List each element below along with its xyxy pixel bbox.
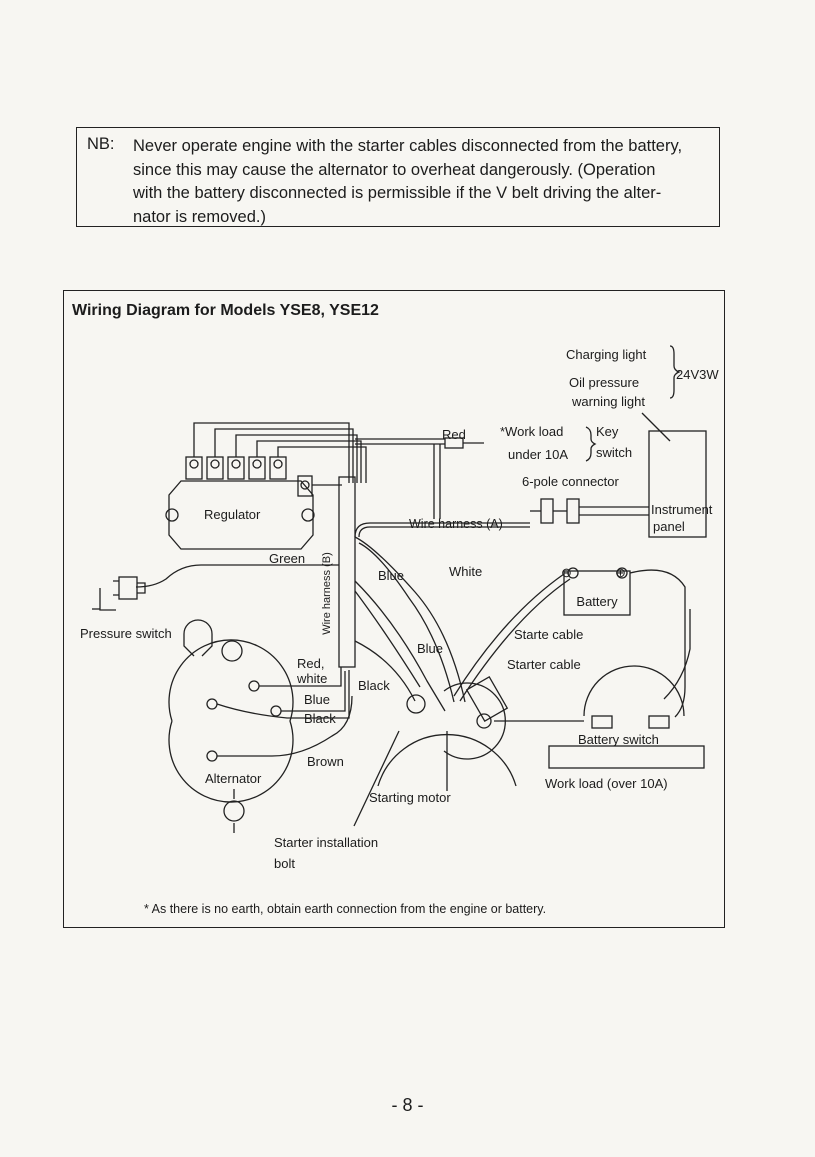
battery-plus: ⊕ — [615, 565, 626, 580]
starter-cable-2 — [629, 569, 686, 718]
label-instrument: Instrument — [651, 502, 713, 517]
alternator — [168, 619, 353, 833]
label-red-white-2: white — [297, 671, 328, 686]
label-regulator: Regulator — [204, 507, 261, 522]
label-blue-2: Blue — [417, 641, 444, 656]
lights-leader — [641, 412, 671, 442]
connector-left — [540, 498, 554, 524]
note-line: since this may cause the alternator to o… — [133, 160, 656, 179]
battery-minus: ⊖ — [561, 565, 572, 580]
note-text: Never operate engine with the starter ca… — [133, 135, 713, 229]
label-black-alt: Black — [304, 711, 336, 726]
connector-right — [566, 498, 580, 524]
diagram-title: Wiring Diagram for Models YSE8, YSE12 — [72, 302, 379, 319]
label-red-white-1: Red, — [297, 656, 325, 671]
label-starter-cable: Starter cable — [507, 657, 581, 672]
starting-motor — [377, 676, 584, 791]
label-green: Green — [269, 551, 306, 566]
warning-note: NB: Never operate engine with the starte… — [76, 127, 720, 227]
regulator-harness — [193, 422, 367, 486]
battery-switch — [548, 609, 705, 769]
label-red: Red — [442, 427, 466, 442]
label-blue-3: Blue — [304, 692, 331, 707]
label-pressure-switch: Pressure switch — [80, 626, 172, 641]
key-brace — [585, 426, 597, 462]
label-panel: panel — [653, 519, 685, 534]
starter-cable-1 — [453, 573, 565, 697]
battery-box — [563, 570, 631, 616]
label-key: Key — [596, 424, 619, 439]
label-under-10a: under 10A — [508, 447, 568, 462]
label-warning-light: warning light — [572, 394, 645, 409]
label-starter-bolt-1: Starter installation — [274, 835, 379, 850]
note-line: Never operate engine with the starter ca… — [133, 137, 683, 155]
label-battery-switch: Battery switch — [578, 732, 659, 747]
label-work-load-over: Work load (over 10A) — [545, 776, 668, 791]
white-wire — [354, 536, 466, 703]
wire-harness-b-bundle — [338, 476, 356, 668]
wire-harness-a — [370, 522, 530, 528]
wiring-diagram: Wiring Diagram for Models YSE8, YSE12 — [63, 290, 725, 928]
pressure-switch — [92, 576, 146, 611]
label-switch: switch — [596, 445, 633, 460]
label-connector: 6-pole connector — [522, 474, 619, 489]
label-battery: Battery — [576, 594, 618, 609]
label-wire-harness-a: Wire harness (A) — [409, 517, 503, 531]
red-wire — [355, 438, 445, 445]
regulator-terminals — [185, 456, 313, 497]
label-black-main: Black — [358, 678, 390, 693]
label-rating: 24V3W — [676, 367, 719, 382]
note-line: nator is removed.) — [133, 207, 266, 226]
label-white: White — [449, 564, 483, 579]
regulator-body — [168, 480, 314, 550]
blue-wire — [354, 580, 446, 712]
label-wire-harness-b: Wire harness (B) — [320, 552, 333, 635]
lights-brace — [669, 345, 681, 399]
bolt-leader — [353, 730, 400, 827]
note-label: NB: — [87, 135, 115, 153]
label-oil-pressure: Oil pressure — [569, 375, 640, 390]
label-brown: Brown — [307, 754, 344, 769]
label-work-load-under: *Work load — [500, 424, 564, 439]
green-wire — [135, 564, 339, 588]
label-alternator: Alternator — [205, 771, 262, 786]
page-number: - 8 - — [391, 1095, 424, 1115]
label-charging-light: Charging light — [566, 347, 647, 362]
instrument-panel — [648, 430, 707, 538]
note-line: with the battery disconnected is permiss… — [133, 184, 662, 202]
label-starting-motor: Starting motor — [369, 790, 451, 805]
black-wire — [354, 640, 416, 702]
label-starter-bolt-2: bolt — [274, 856, 295, 871]
wiring-drawing — [92, 345, 707, 833]
label-starte-cable: Starte cable — [514, 627, 584, 642]
label-blue: Blue — [378, 568, 405, 583]
diagram-footnote: * As there is no earth, obtain earth con… — [144, 902, 547, 916]
